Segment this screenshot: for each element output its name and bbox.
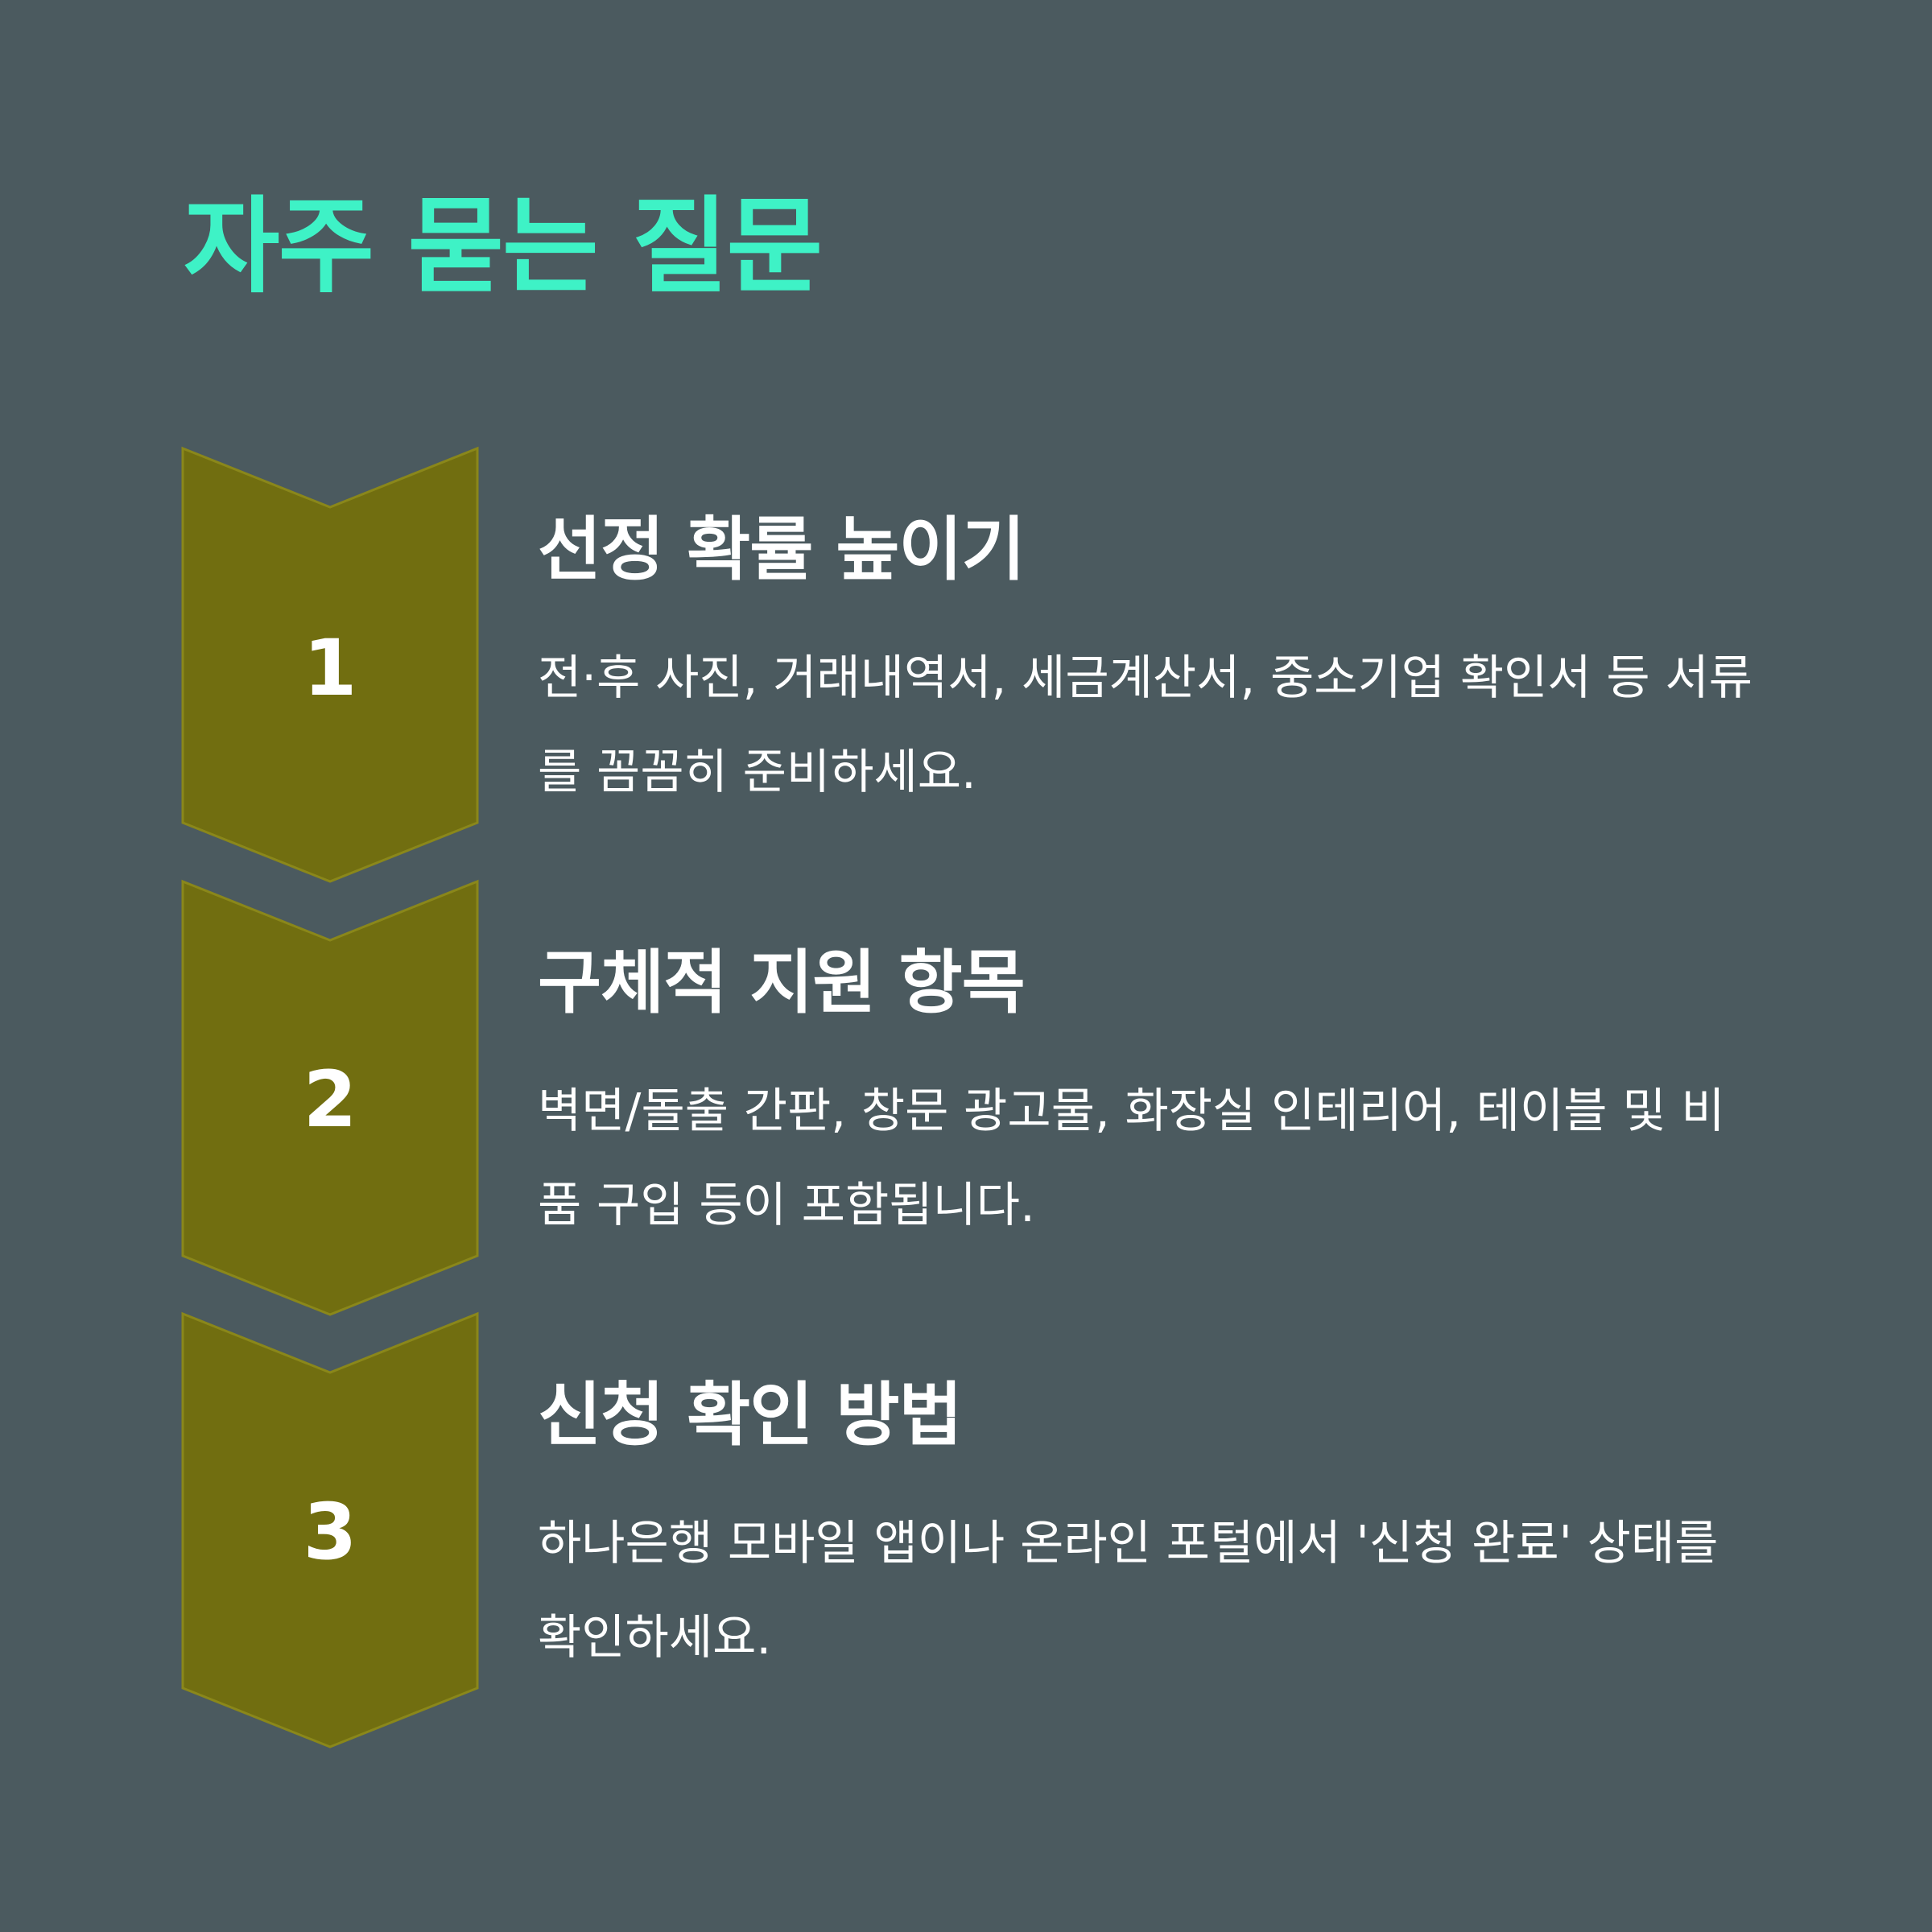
- step-2-content: 구체적 지원 항목 벽면/돌출 간판, 창문 광고물, 화장실 인테리어, 테이…: [538, 942, 1761, 1252]
- step-3-content: 신청 확인 방법 하나은행 모바일 앱이나 온라인 포털에서 '신청 완료' 상…: [538, 1374, 1761, 1684]
- step-1-content: 선정 확률 높이기 전·후 사진, 거래내역서, 세금계산서, 중소기업 확인서…: [538, 509, 1761, 819]
- step-number-3: 3: [303, 1487, 357, 1577]
- chevron-step-1: [181, 446, 479, 883]
- step-2-heading: 구체적 지원 항목: [538, 943, 1026, 1023]
- step-number-1: 1: [303, 623, 357, 713]
- step-number-2: 2: [303, 1055, 357, 1145]
- step-1-body: 전·후 사진, 거래내역서, 세금계산서, 중소기업 확인서 등 서류를 꼼꼼히…: [538, 650, 1753, 800]
- step-3-heading: 신청 확인 방법: [538, 1375, 963, 1455]
- chevron-step-2: [181, 879, 479, 1316]
- page-title: 자주 묻는 질문: [184, 185, 823, 308]
- step-3-body: 하나은행 모바일 앱이나 온라인 포털에서 '신청 완료' 상태를 확인하세요.: [538, 1515, 1719, 1666]
- chevron-step-3: [181, 1311, 479, 1748]
- step-2-body: 벽면/돌출 간판, 창문 광고물, 화장실 인테리어, 테이블 및 비품 구입 …: [538, 1083, 1725, 1233]
- step-1-heading: 선정 확률 높이기: [538, 510, 1026, 590]
